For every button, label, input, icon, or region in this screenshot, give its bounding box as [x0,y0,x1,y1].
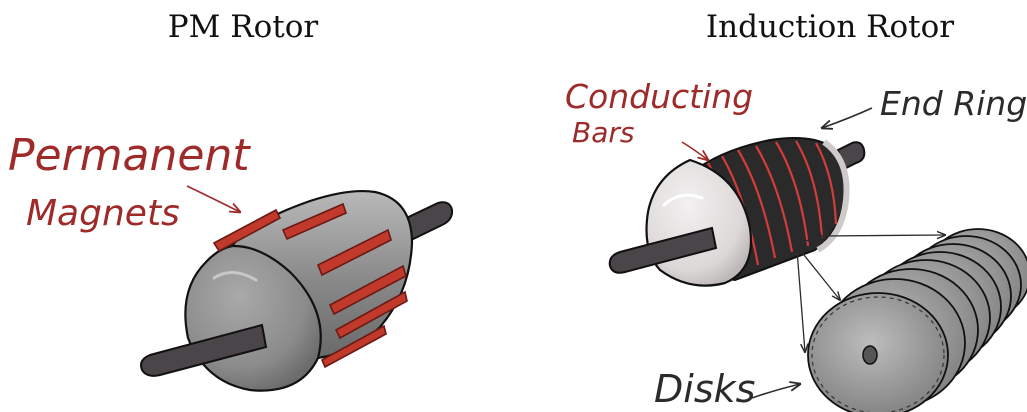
induction-rotor-illustration [610,138,865,286]
end-rings-label: End Rings [880,84,1027,123]
induction-rotor-title: Induction Rotor [706,9,954,45]
magnets-arrow [187,186,240,212]
conducting-label: Conducting [565,77,753,116]
disk-center-hole [863,346,877,364]
magnets-label: Magnets [26,193,180,234]
connector-diag [800,250,840,300]
disk-stack [808,229,1027,412]
pm-rotor-title: PM Rotor [168,9,319,45]
disks-arrow [752,384,800,398]
bars-label: Bars [572,116,634,149]
connector-left [797,250,805,352]
permanent-label: Permanent [8,130,251,181]
disks-label: Disks [654,367,755,411]
pm-rotor-illustration [141,191,452,391]
connector-top [822,235,945,236]
end-rings-arrow [822,108,872,128]
conducting-bars-arrow [682,142,708,160]
